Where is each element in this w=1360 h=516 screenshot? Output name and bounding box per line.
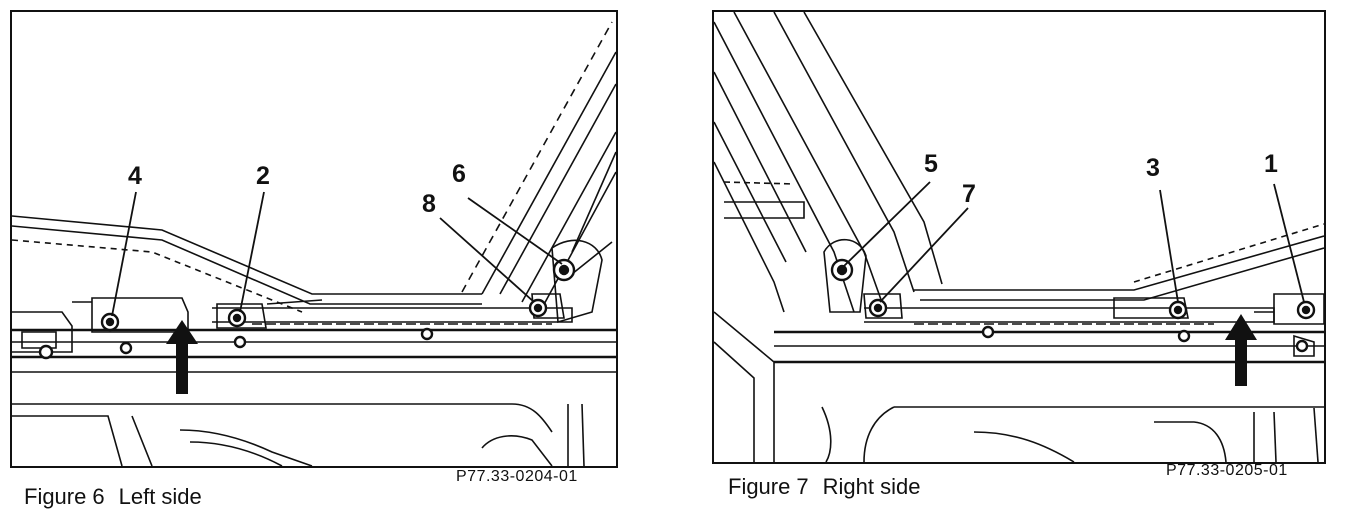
up-arrow-icon xyxy=(1225,314,1257,386)
part-label-3: 3 xyxy=(1146,154,1160,182)
figure-7-number: 7 xyxy=(796,474,809,499)
figure-7-illustration: 5 7 3 1 xyxy=(712,10,1326,464)
part-label-4: 4 xyxy=(128,162,142,190)
up-arrow-icon xyxy=(166,320,198,394)
figure-7-side: Right side xyxy=(822,474,921,499)
right-fasteners xyxy=(830,258,1316,353)
figure-6-caption-word: Figure xyxy=(24,484,87,509)
figure-7-caption-word: Figure xyxy=(728,474,791,499)
part-label-8: 8 xyxy=(422,190,436,218)
left-side-drawing xyxy=(12,21,616,466)
left-fasteners xyxy=(38,258,576,360)
part-label-2: 2 xyxy=(256,162,270,190)
part-label-6: 6 xyxy=(452,160,466,188)
figure-6-number: 6 xyxy=(92,484,105,509)
figure-6-side: Left side xyxy=(118,484,202,509)
figure-6-illustration: 4 2 6 8 xyxy=(10,10,618,468)
part-label-1: 1 xyxy=(1264,150,1278,178)
part-label-7: 7 xyxy=(962,180,976,208)
part-label-5: 5 xyxy=(924,150,938,178)
right-side-drawing xyxy=(714,12,1324,462)
figure-6-code: P77.33-0204-01 xyxy=(456,468,578,485)
figure-7-code: P77.33-0205-01 xyxy=(1166,462,1288,479)
